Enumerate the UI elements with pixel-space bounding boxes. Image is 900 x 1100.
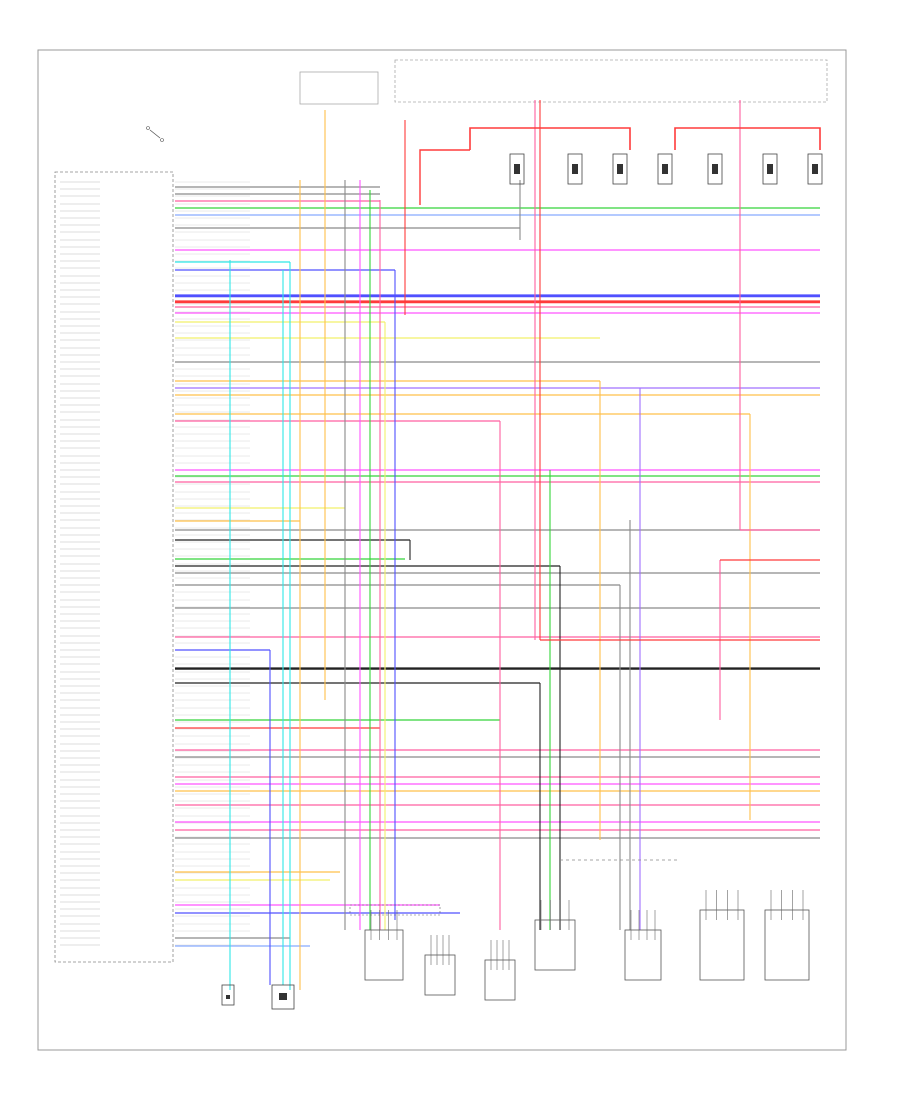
injector-core-6 bbox=[767, 164, 773, 174]
sensor-bracket bbox=[349, 904, 441, 916]
injector-2 bbox=[567, 153, 583, 185]
pump-feed-wire bbox=[419, 149, 470, 205]
component-box-4 bbox=[534, 919, 576, 971]
switch-icon bbox=[146, 126, 164, 142]
component-box-5 bbox=[624, 929, 662, 981]
injector-6 bbox=[762, 153, 778, 185]
diagram-frame bbox=[37, 49, 847, 1051]
injector-4 bbox=[657, 153, 673, 185]
injector-5 bbox=[707, 153, 723, 185]
component-group bbox=[349, 859, 810, 1001]
injector-core-5 bbox=[712, 164, 718, 174]
pcm-module-box bbox=[54, 171, 174, 963]
component-box-7 bbox=[764, 909, 810, 981]
ignition-box bbox=[299, 71, 379, 105]
injector-core-3 bbox=[617, 164, 623, 174]
module-pin-labels bbox=[60, 181, 250, 946]
injector-3 bbox=[612, 153, 628, 185]
injector-core-7 bbox=[812, 164, 818, 174]
injector-7 bbox=[807, 153, 823, 185]
injector-core-4 bbox=[662, 164, 668, 174]
injector-feed-left bbox=[469, 127, 631, 150]
injector-feed-right bbox=[674, 127, 821, 150]
injector-group bbox=[509, 153, 823, 185]
injector-1 bbox=[509, 153, 525, 185]
ground-symbol-2 bbox=[271, 984, 295, 1010]
injector-core-1 bbox=[514, 164, 520, 174]
ground-symbol-1 bbox=[221, 984, 235, 1006]
component-box-3 bbox=[484, 959, 516, 1001]
component-box-2 bbox=[424, 954, 456, 996]
component-box-6 bbox=[699, 909, 745, 981]
fuse-block-box bbox=[394, 59, 828, 103]
injector-core-2 bbox=[572, 164, 578, 174]
component-box-1 bbox=[364, 929, 404, 981]
wire-layer bbox=[175, 100, 821, 990]
